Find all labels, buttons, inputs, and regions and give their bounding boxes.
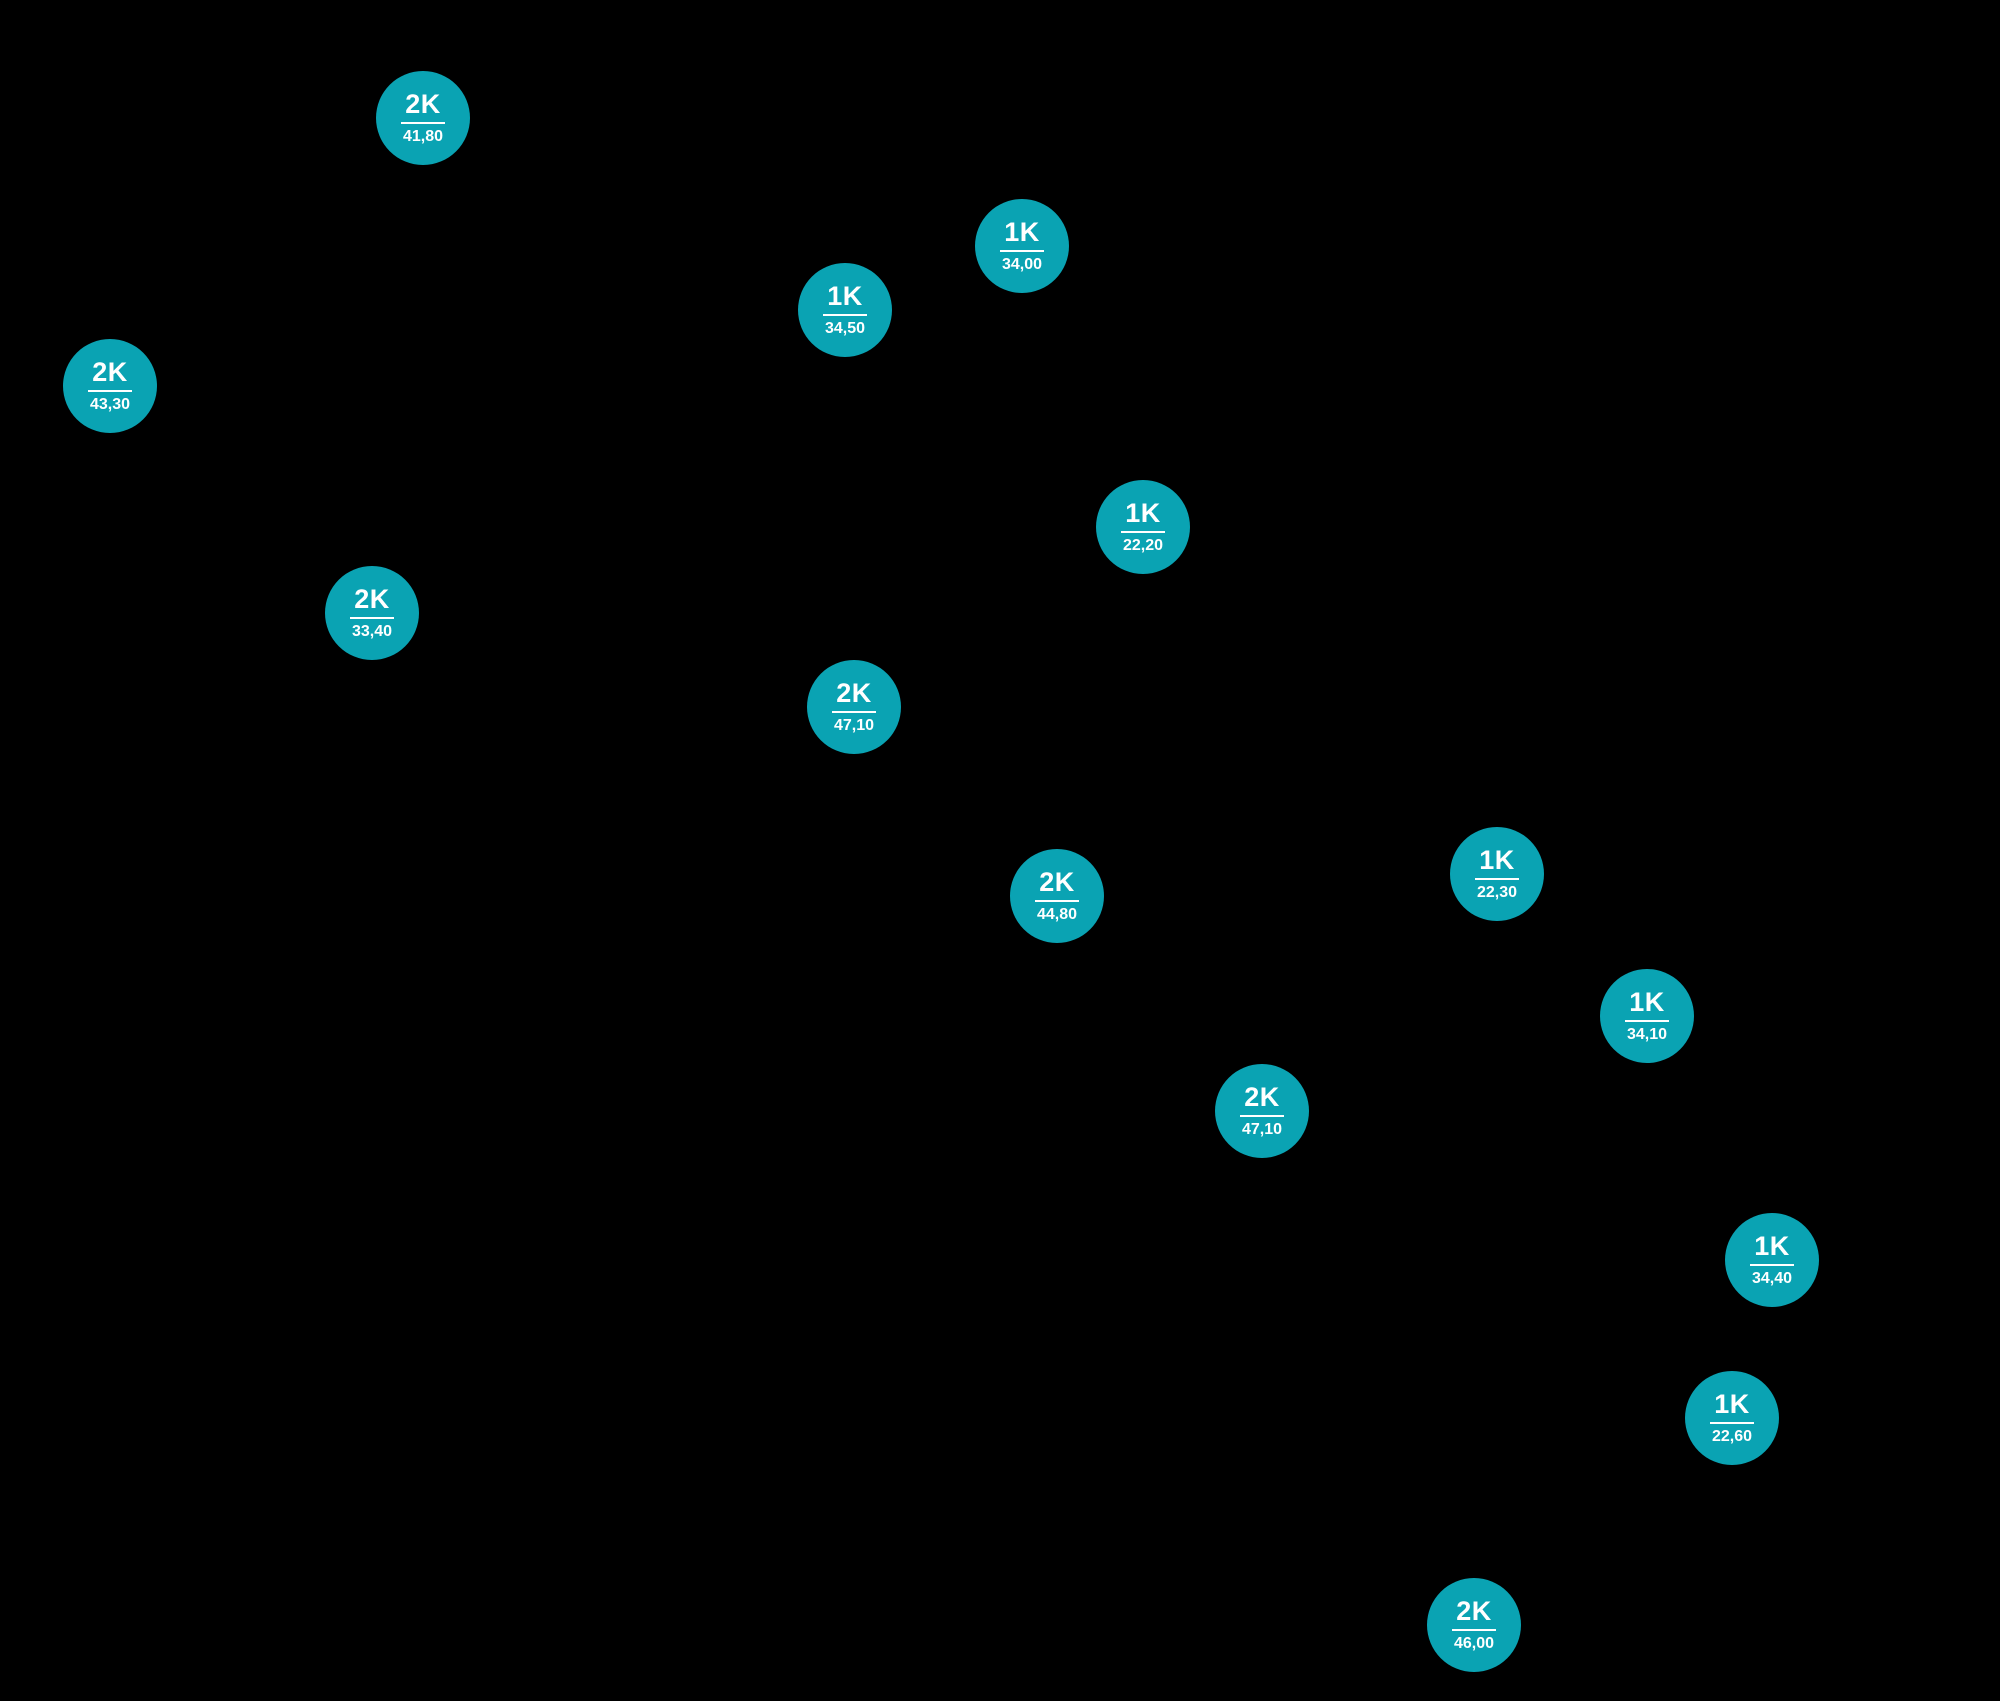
marker-area: 34,50 (824, 320, 866, 337)
marker-rooms: 1K (1004, 217, 1040, 247)
marker-divider (1625, 1020, 1669, 1022)
marker-divider (1452, 1629, 1496, 1631)
marker-divider (1240, 1115, 1284, 1117)
apartment-marker-4[interactable]: 1K 22,20 (1096, 480, 1190, 574)
apartment-marker-8[interactable]: 1K 22,30 (1450, 827, 1544, 921)
marker-area: 34,00 (1001, 256, 1043, 273)
marker-divider (1710, 1422, 1754, 1424)
marker-divider (1121, 531, 1165, 533)
marker-rooms: 2K (836, 678, 872, 708)
marker-rooms: 2K (92, 357, 128, 387)
apartment-marker-9[interactable]: 1K 34,10 (1600, 969, 1694, 1063)
apartment-marker-3[interactable]: 2K 43,30 (63, 339, 157, 433)
marker-rooms: 1K (1714, 1389, 1750, 1419)
marker-area: 34,40 (1751, 1270, 1793, 1287)
marker-area: 22,30 (1476, 884, 1518, 901)
marker-divider (1475, 878, 1519, 880)
marker-area: 41,80 (402, 128, 444, 145)
marker-divider (350, 617, 394, 619)
marker-rooms: 1K (1629, 987, 1665, 1017)
marker-area: 46,00 (1453, 1635, 1495, 1652)
marker-area: 44,80 (1036, 906, 1078, 923)
marker-divider (1750, 1264, 1794, 1266)
marker-divider (88, 390, 132, 392)
marker-area: 43,30 (89, 396, 131, 413)
marker-area: 47,10 (1241, 1121, 1283, 1138)
marker-divider (823, 314, 867, 316)
marker-area: 22,60 (1711, 1428, 1753, 1445)
marker-divider (401, 122, 445, 124)
marker-area: 22,20 (1122, 537, 1164, 554)
marker-rooms: 1K (827, 281, 863, 311)
apartment-marker-12[interactable]: 1K 22,60 (1685, 1371, 1779, 1465)
marker-divider (1000, 250, 1044, 252)
marker-rooms: 2K (354, 584, 390, 614)
marker-rooms: 1K (1125, 498, 1161, 528)
marker-area: 47,10 (833, 717, 875, 734)
marker-divider (832, 711, 876, 713)
marker-rooms: 2K (1456, 1596, 1492, 1626)
apartment-marker-5[interactable]: 2K 33,40 (325, 566, 419, 660)
marker-rooms: 1K (1754, 1231, 1790, 1261)
marker-rooms: 1K (1479, 845, 1515, 875)
apartment-marker-10[interactable]: 2K 47,10 (1215, 1064, 1309, 1158)
marker-rooms: 2K (1039, 867, 1075, 897)
apartment-marker-13[interactable]: 2K 46,00 (1427, 1578, 1521, 1672)
marker-divider (1035, 900, 1079, 902)
apartment-marker-1[interactable]: 1K 34,00 (975, 199, 1069, 293)
apartment-marker-0[interactable]: 2K 41,80 (376, 71, 470, 165)
marker-rooms: 2K (1244, 1082, 1280, 1112)
apartment-marker-11[interactable]: 1K 34,40 (1725, 1213, 1819, 1307)
marker-rooms: 2K (405, 89, 441, 119)
marker-area: 33,40 (351, 623, 393, 640)
apartment-marker-2[interactable]: 1K 34,50 (798, 263, 892, 357)
apartment-marker-6[interactable]: 2K 47,10 (807, 660, 901, 754)
marker-area: 34,10 (1626, 1026, 1668, 1043)
apartment-marker-7[interactable]: 2K 44,80 (1010, 849, 1104, 943)
